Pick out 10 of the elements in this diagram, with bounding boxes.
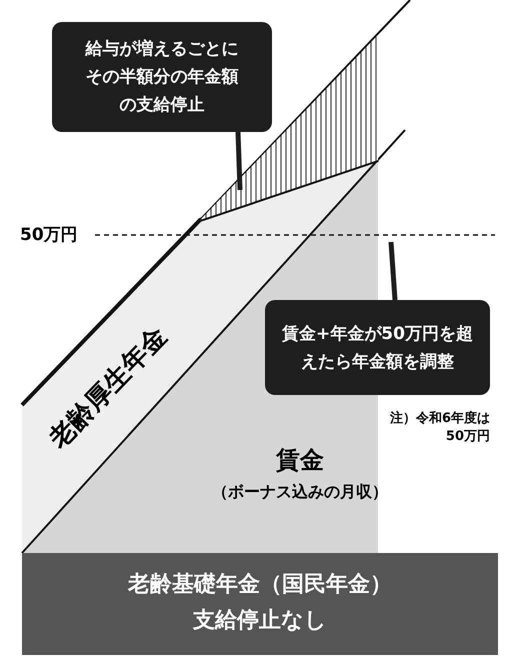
bar-subtitle: 支給停止なし	[192, 607, 328, 635]
area-title: 賃金	[274, 445, 325, 476]
callout-bubble: 給与が増えるごとにその半額分の年金額の支給停止	[52, 22, 272, 132]
note: 注）令和6年度は50万円	[388, 410, 490, 446]
callout-bubble: 賃金+年金が50万円を超えたら年金額を調整	[265, 300, 490, 395]
area-subtitle: （ボーナス込みの月収）	[211, 482, 389, 503]
band-label: 老齢厚生年金	[42, 320, 174, 456]
value-label: 50万円	[20, 224, 79, 247]
base-bar	[22, 553, 498, 655]
bar-title: 老齢基礎年金（国民年金）	[126, 571, 393, 599]
